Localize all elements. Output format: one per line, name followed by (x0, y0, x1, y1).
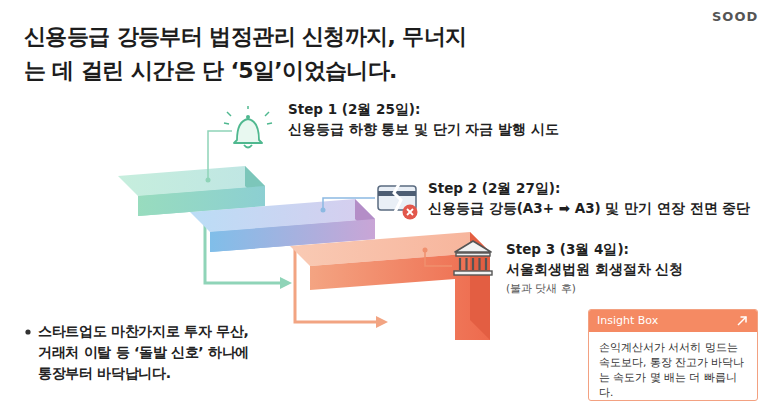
leader-line (208, 131, 232, 180)
error-cross (407, 209, 413, 215)
bullet-dot (25, 329, 30, 334)
bank-beam (456, 253, 490, 256)
step-heading: Step 3 (3월 4일): (506, 240, 629, 258)
arrow-head (376, 316, 388, 328)
card-crack (394, 184, 401, 212)
bell-knob (246, 115, 250, 119)
external-arrow-head (741, 317, 747, 323)
arrow-head (280, 277, 292, 289)
stair-riser (138, 186, 265, 216)
bank-column (459, 258, 461, 270)
error-cross (407, 209, 413, 215)
step-description: 서울회생법원 회생절차 신청 (506, 260, 683, 278)
stair-riser (310, 252, 490, 340)
external-arrow-icon (738, 317, 746, 325)
bank-column (478, 258, 480, 270)
box-heading: Insight Box (589, 310, 757, 332)
bell-ray (247, 106, 249, 109)
step-description: 신용등급 하향 통보 및 단기 자금 발행 시도 (288, 120, 559, 138)
leader-line (425, 250, 452, 266)
brand-logo: SOOD (712, 9, 758, 24)
insight-box: Insight Box손익계산서가 서서히 멍드는 속도보다, 통장 잔고가 바… (588, 309, 758, 401)
bank-base (454, 271, 492, 275)
stair-riser (210, 219, 375, 252)
bell-icon (234, 119, 262, 143)
bank-column (485, 258, 487, 270)
slide-title: 신용등급 강등부터 법정관리 신청까지, 무너지는 데 걸린 시간은 단 ‘5일… (24, 20, 476, 88)
bell-ray (227, 112, 231, 116)
leader-dot (206, 178, 211, 183)
step-description: 신용등급 강등(A3+ ➡ A3) 및 만기 연장 전면 중단 (428, 199, 750, 217)
leader-line (323, 198, 375, 210)
bullet-text: 스타트업도 마찬가지로 투자 무산, 거래처 이탈 등 ‘돌발 신호’ 하나에 … (38, 321, 266, 384)
bank-column (472, 258, 474, 270)
bell-clapper (244, 145, 252, 148)
bell-ray (224, 123, 229, 124)
bank-column (465, 258, 467, 270)
bell-ray (265, 112, 269, 116)
step-heading: Step 2 (2월 27일): (428, 179, 560, 197)
bell-ray (267, 123, 272, 124)
error-badge (403, 205, 418, 220)
leader-dot (423, 248, 428, 253)
bank-icon (455, 241, 491, 252)
step-heading: Step 1 (2월 25일): (288, 100, 420, 118)
box-body: 손익계산서가 서서히 멍드는 속도보다, 통장 잔고가 바닥나는 속도가 몇 배… (589, 332, 757, 401)
leader-dot (321, 208, 326, 213)
step-note: (불과 닷새 후) (506, 281, 576, 295)
